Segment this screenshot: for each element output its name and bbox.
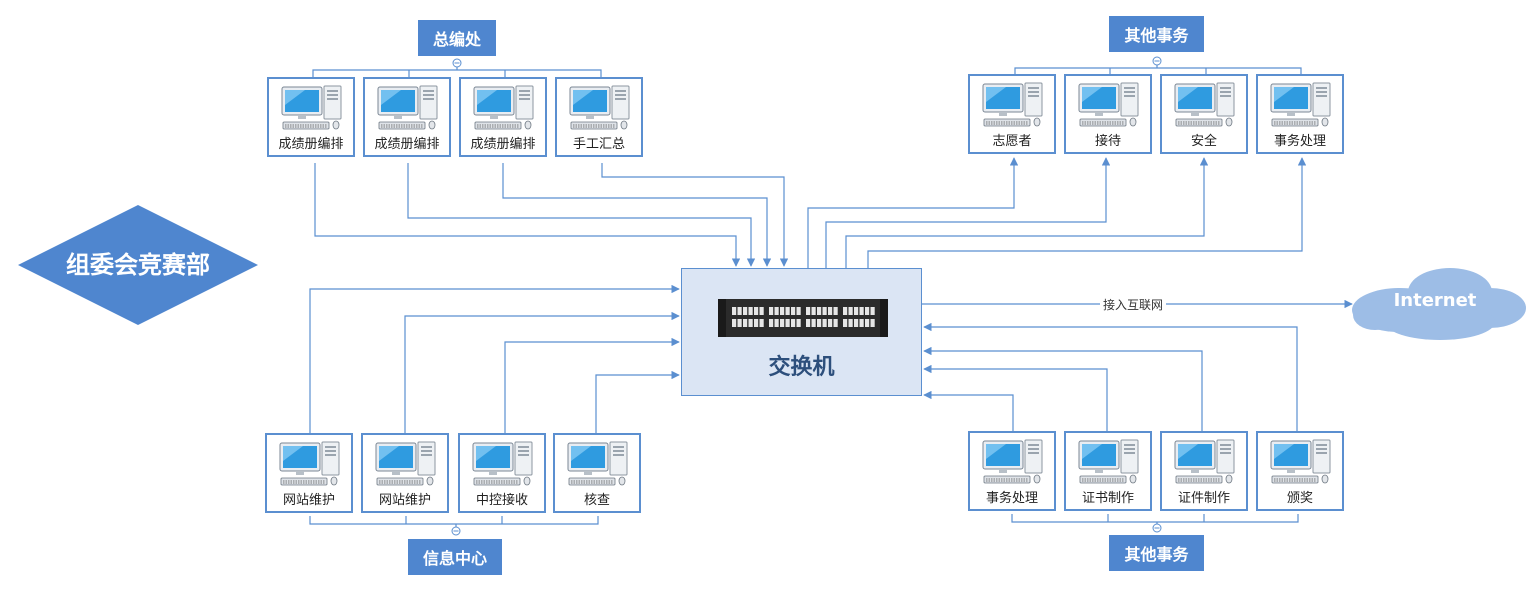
- workstation-security[interactable]: 安全: [1160, 74, 1248, 154]
- workstation-volunteer[interactable]: 志愿者: [968, 74, 1056, 154]
- switch-port: [854, 307, 859, 315]
- switch-port: [791, 319, 796, 327]
- switch-port: [806, 319, 811, 327]
- switch-port: [843, 307, 848, 315]
- switch-port: [822, 307, 827, 315]
- workstation-credential[interactable]: 证件制作: [1160, 431, 1248, 511]
- workstation-certificate[interactable]: 证书制作: [1064, 431, 1152, 511]
- switch-port: [848, 319, 853, 327]
- workstation-label: 事务处理: [985, 491, 1038, 506]
- group-label-other-affairs-top: 其他事务: [1109, 16, 1204, 52]
- switch-port: [833, 319, 838, 327]
- workstation-label: 颁奖: [1286, 491, 1313, 506]
- switch-port: [743, 319, 748, 327]
- workstation-label: 网站维护: [378, 493, 431, 508]
- switch-port: [732, 307, 737, 315]
- workstation-editorial-4[interactable]: 手工汇总: [555, 77, 643, 157]
- group-label-other-affairs-bottom: 其他事务: [1109, 535, 1204, 571]
- workstation-label: 志愿者: [992, 134, 1032, 149]
- org-diamond-shape: [18, 205, 258, 325]
- switch-port: [833, 307, 838, 315]
- switch-port: [865, 319, 870, 327]
- switch-port: [843, 319, 848, 327]
- switch-port: [822, 319, 827, 327]
- workstation-affairs-bottom[interactable]: 事务处理: [968, 431, 1056, 511]
- switch-port: [754, 319, 759, 327]
- workstation-editorial-2[interactable]: 成绩册编排: [363, 77, 451, 157]
- switch-port: [796, 307, 801, 315]
- switch-port: [732, 319, 737, 327]
- switch-port: [743, 307, 748, 315]
- network-switch[interactable]: 交换机: [681, 268, 922, 396]
- workstation-reception[interactable]: 接待: [1064, 74, 1152, 154]
- switch-port: [828, 319, 833, 327]
- workstation-label: 证书制作: [1081, 491, 1134, 506]
- workstation-label: 中控接收: [475, 493, 528, 508]
- switch-port: [780, 319, 785, 327]
- group-label-info-center: 信息中心: [408, 539, 502, 575]
- workstation-affairs-top[interactable]: 事务处理: [1256, 74, 1344, 154]
- switch-port: [870, 319, 875, 327]
- switch-port: [811, 319, 816, 327]
- workstation-label: 网站维护: [282, 493, 335, 508]
- switch-port: [769, 307, 774, 315]
- workstation-website-2[interactable]: 网站维护: [361, 433, 449, 513]
- switch-port: [854, 319, 859, 327]
- switch-port: [759, 319, 764, 327]
- switch-port: [748, 307, 753, 315]
- workstation-central-control[interactable]: 中控接收: [458, 433, 546, 513]
- workstation-label: 成绩册编排: [278, 137, 344, 152]
- workstation-label: 核查: [583, 493, 610, 508]
- switch-port: [737, 307, 742, 315]
- workstation-label: 成绩册编排: [374, 137, 440, 152]
- workstation-label: 事务处理: [1273, 134, 1326, 149]
- switch-port: [811, 307, 816, 315]
- switch-port: [785, 307, 790, 315]
- switch-port: [806, 307, 811, 315]
- switch-port: [785, 319, 790, 327]
- internet-link-label: 接入互联网: [1100, 296, 1167, 313]
- switch-port: [817, 319, 822, 327]
- workstation-label: 手工汇总: [572, 137, 625, 152]
- switch-label: 交换机: [768, 355, 835, 380]
- workstation-label: 接待: [1094, 134, 1121, 149]
- workstation-awards[interactable]: 颁奖: [1256, 431, 1344, 511]
- workstation-editorial-3[interactable]: 成绩册编排: [459, 77, 547, 157]
- switch-port: [774, 307, 779, 315]
- workstation-label: 证件制作: [1177, 491, 1230, 506]
- switch-port: [780, 307, 785, 315]
- workstation-website-1[interactable]: 网站维护: [265, 433, 353, 513]
- switch-port: [754, 307, 759, 315]
- switch-port: [870, 307, 875, 315]
- cloud-icon: [1352, 268, 1526, 340]
- switch-port: [769, 319, 774, 327]
- switch-port: [865, 307, 870, 315]
- switch-port: [791, 307, 796, 315]
- switch-port: [759, 307, 764, 315]
- switch-port: [774, 319, 779, 327]
- switch-port: [859, 319, 864, 327]
- internet-label: Internet: [1393, 290, 1477, 311]
- workstation-verification[interactable]: 核查: [553, 433, 641, 513]
- switch-port: [828, 307, 833, 315]
- network-switch-icon: [718, 299, 888, 337]
- switch-port: [817, 307, 822, 315]
- workstation-label: 安全: [1190, 134, 1217, 149]
- workstation-label: 成绩册编排: [470, 137, 536, 152]
- org-title: 组委会竞赛部: [66, 251, 210, 279]
- switch-port: [748, 319, 753, 327]
- switch-port: [796, 319, 801, 327]
- workstation-editorial-1[interactable]: 成绩册编排: [267, 77, 355, 157]
- group-label-editorial: 总编处: [418, 20, 496, 56]
- switch-port: [859, 307, 864, 315]
- switch-port: [737, 319, 742, 327]
- switch-port: [848, 307, 853, 315]
